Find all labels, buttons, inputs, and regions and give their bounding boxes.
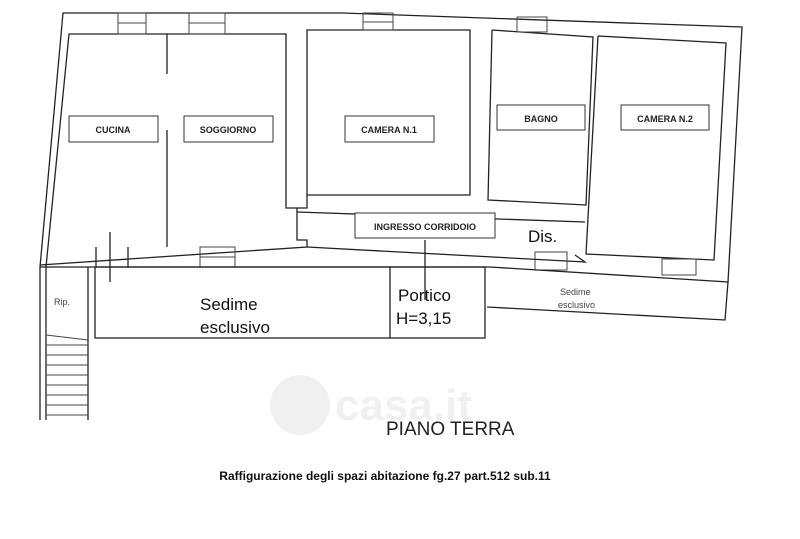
room-label-soggiorno: SOGGIORNO bbox=[183, 115, 274, 143]
outer-walls bbox=[39, 12, 743, 300]
rip-label: Rip. bbox=[54, 297, 70, 307]
svg-text:CUCINA: CUCINA bbox=[96, 125, 131, 135]
svg-text:SOGGIORNO: SOGGIORNO bbox=[200, 125, 257, 135]
room-label-ingresso: INGRESSO CORRIDOIO bbox=[354, 212, 496, 239]
room-label-dis: Dis. bbox=[528, 227, 557, 246]
floor-title: PIANO TERRA bbox=[386, 419, 515, 440]
svg-text:casa.it: casa.it bbox=[335, 381, 472, 430]
sedime-label: Sedime bbox=[200, 295, 258, 314]
svg-text:BAGNO: BAGNO bbox=[524, 114, 558, 124]
room-label-camera-2: CAMERA N.2 bbox=[620, 104, 710, 131]
portico-height: H=3,15 bbox=[396, 309, 451, 328]
svg-text:CAMERA N.2: CAMERA N.2 bbox=[637, 114, 693, 124]
room-label-camera-1: CAMERA N.1 bbox=[344, 115, 435, 143]
sedime-right-label: Sedime bbox=[560, 287, 591, 297]
room-label-cucina: CUCINA bbox=[68, 115, 159, 143]
sedime-right-label-2: esclusivo bbox=[558, 300, 595, 310]
outdoor-areas bbox=[39, 266, 729, 420]
svg-text:CAMERA N.1: CAMERA N.1 bbox=[361, 125, 417, 135]
stairs bbox=[45, 334, 89, 416]
caption: Raffigurazione degli spazi abitazione fg… bbox=[219, 469, 551, 483]
portico-label: Portico bbox=[398, 286, 451, 305]
room-label-bagno: BAGNO bbox=[496, 104, 586, 131]
svg-text:INGRESSO CORRIDOIO: INGRESSO CORRIDOIO bbox=[374, 222, 476, 232]
sedime-label-2: esclusivo bbox=[200, 318, 270, 337]
watermark-logo: casa.it bbox=[270, 375, 472, 435]
